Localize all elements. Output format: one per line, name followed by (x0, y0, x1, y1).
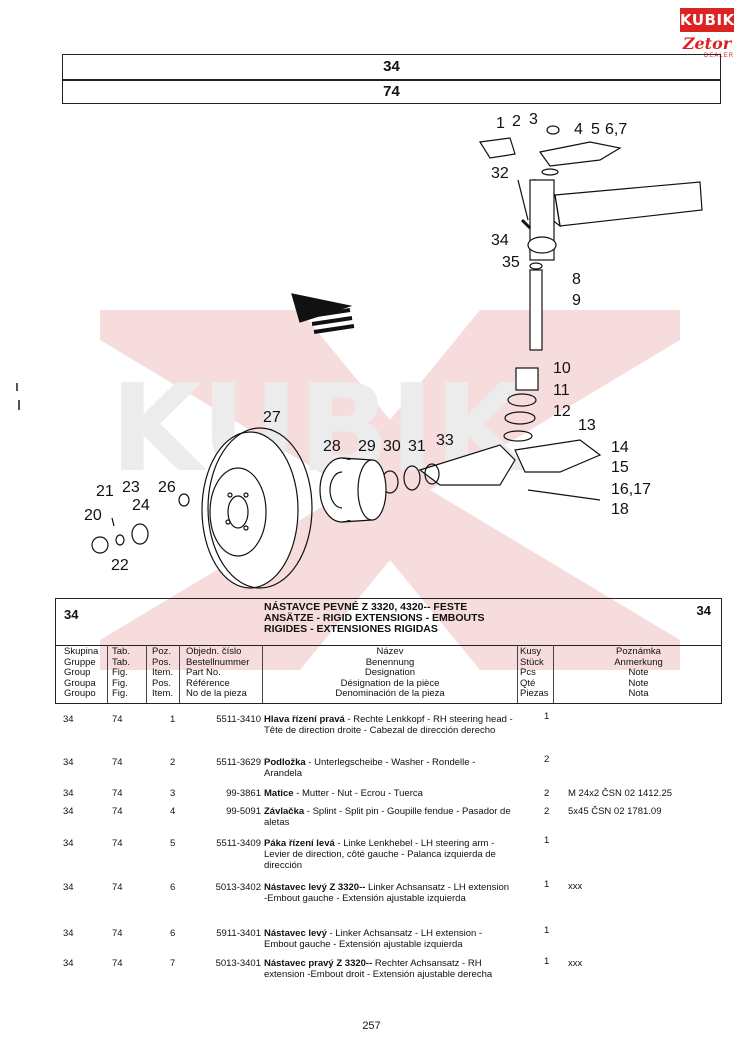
group-number-box: 34 (62, 54, 721, 80)
title-cz: NÁSTAVCE PEVNÉ Z 3320, 4320-- FESTE (264, 601, 468, 613)
callout-label: 28 (323, 438, 341, 455)
page-number: 257 (362, 1020, 381, 1032)
callout-label: 27 (263, 409, 281, 426)
callout-label: 21 (96, 483, 114, 500)
section-group-left: 34 (64, 607, 79, 622)
callout-label: 32 (491, 165, 509, 182)
callout-label: 24 (132, 497, 150, 514)
brand-logo: KUBIK Zetor DEALER (680, 8, 734, 64)
margin-mark (18, 400, 20, 410)
callout-label: 4 (574, 121, 583, 138)
callout-label: 34 (491, 232, 509, 249)
callout-label: 18 (611, 501, 629, 518)
callout-label: 13 (578, 417, 596, 434)
callout-label: 5 (591, 121, 600, 138)
callout-label: 23 (122, 479, 140, 496)
parts-diagram: 1 2 3 4 5 6,7 32 34 35 8 9 10 11 12 13 1… (84, 111, 703, 589)
table-number-box: 74 (62, 80, 721, 104)
title-de-en: ANSÄTZE - RIGID EXTENSIONS - EMBOUTS (264, 612, 485, 624)
callout-label: 6,7 (605, 121, 627, 138)
callout-label: 1 (496, 115, 505, 132)
callout-label: 11 (553, 382, 570, 399)
callout-label: 33 (436, 432, 454, 449)
logo-dealer-text: DEALER (704, 53, 735, 59)
callout-label: 9 (572, 292, 581, 309)
callout-label: 3 (529, 111, 538, 128)
section-title-block: 34 NÁSTAVCE PEVNÉ Z 3320, 4320-- FESTE A… (55, 598, 722, 646)
callout-label: 10 (553, 360, 571, 377)
callout-label: 14 (611, 439, 629, 456)
callout-label: 2 (512, 113, 521, 130)
callout-label: 35 (502, 254, 520, 271)
callout-label: 31 (408, 438, 426, 455)
col-pos-header: Poz.Pos.Item.Pos.Item. (152, 646, 174, 699)
margin-mark (16, 383, 18, 391)
callout-label: 22 (111, 557, 129, 574)
callout-label: 12 (553, 403, 571, 420)
section-group-right: 34 (696, 603, 711, 618)
callout-label: 15 (611, 459, 629, 476)
callout-label: 29 (358, 438, 376, 455)
title-fr-es: RIGIDES - EXTENSIONES RIGIDAS (264, 623, 438, 635)
col-table-header: Tab.Tab.Fig.Fig.Fig. (112, 646, 130, 699)
callout-label: 30 (383, 438, 401, 455)
logo-brand-text: KUBIK (680, 8, 734, 32)
callout-label: 20 (84, 507, 102, 524)
callout-label: 26 (158, 479, 176, 496)
section-titles: NÁSTAVCE PEVNÉ Z 3320, 4320-- FESTE ANSÄ… (264, 602, 485, 635)
callout-label: 16,17 (611, 481, 651, 498)
callout-label: 8 (572, 271, 581, 288)
logo-sub-text: Zetor (682, 34, 732, 53)
